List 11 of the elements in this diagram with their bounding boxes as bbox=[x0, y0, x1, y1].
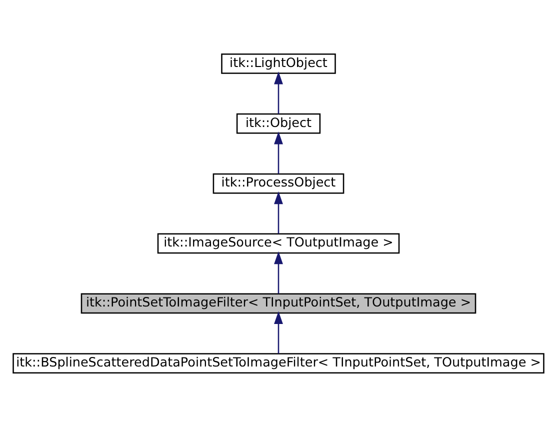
node-box: itk::ProcessObject bbox=[212, 173, 344, 194]
arrow bbox=[274, 131, 283, 174]
node-box: itk::Object bbox=[236, 113, 321, 134]
arrow bbox=[274, 311, 283, 354]
arrow bbox=[274, 72, 283, 114]
node-box: itk::ImageSource< TOutputImage > bbox=[157, 233, 400, 254]
node-box: itk::LightObject bbox=[221, 53, 336, 74]
arrow bbox=[274, 191, 283, 234]
node-box: itk::PointSetToImageFilter< TInputPointSet, TOutputImage > bbox=[80, 293, 476, 314]
node-box: itk::BSplineScatteredDataPointSetToImageFilter< TInputPointSet, TOutputImage > bbox=[12, 353, 544, 374]
arrow bbox=[274, 251, 283, 294]
